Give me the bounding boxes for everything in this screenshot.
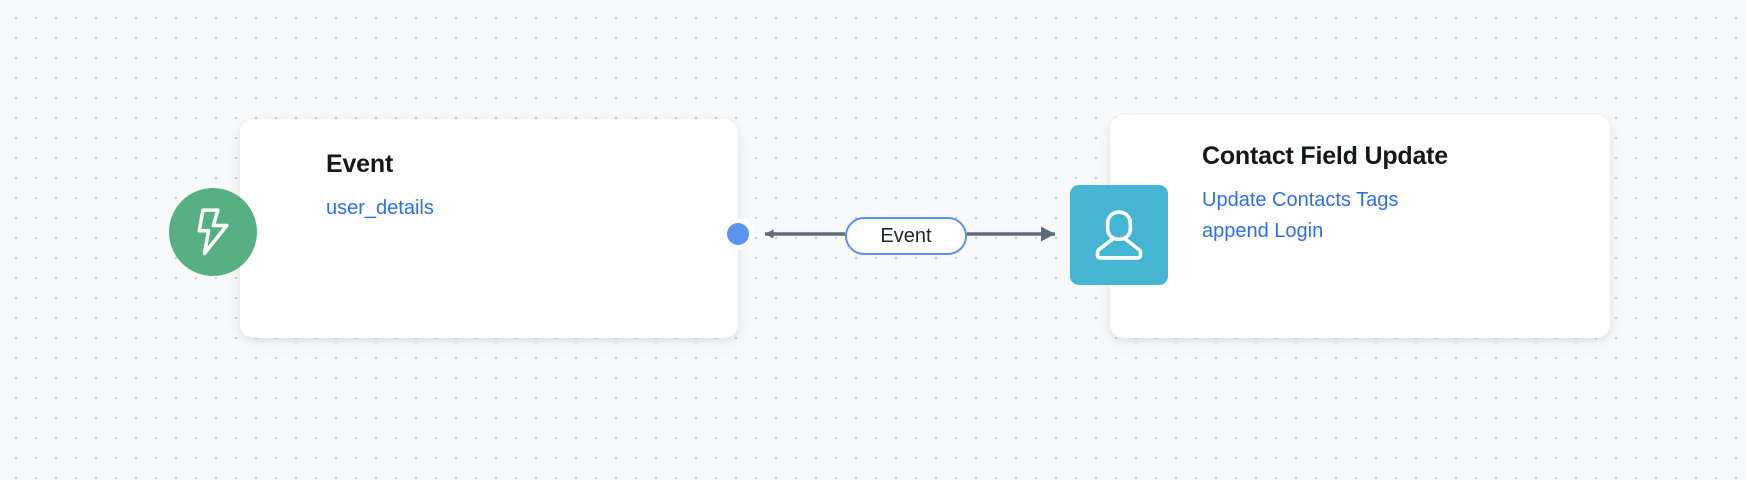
node-card-event[interactable]: Event user_details (240, 119, 738, 338)
node-event-body: Event user_details (326, 149, 434, 224)
node-contact-subtitle-line-2: append Login (1202, 220, 1324, 242)
node-contact-subtitle: Update Contacts Tags append Login (1202, 185, 1448, 247)
node-card-contact-field-update[interactable]: Contact Field Update Update Contacts Tag… (1110, 115, 1610, 338)
user-person-icon-glyph (1095, 210, 1143, 260)
lightning-bolt-icon-glyph (197, 208, 229, 256)
node-contact-title: Contact Field Update (1202, 142, 1449, 170)
node-event-subtitle: user_details (326, 193, 434, 224)
node-event-output-port[interactable] (727, 223, 749, 245)
node-contact-subtitle-line-1: Update Contacts Tags (1202, 189, 1399, 211)
node-contact-body: Contact Field Update Update Contacts Tag… (1202, 141, 1448, 247)
connector-label-event[interactable]: Event (845, 217, 967, 255)
node-event-title: Event (326, 150, 394, 178)
node-event-subtitle-line-1: user_details (326, 197, 434, 219)
lightning-bolt-icon[interactable] (169, 188, 257, 276)
user-person-icon[interactable] (1070, 185, 1168, 285)
